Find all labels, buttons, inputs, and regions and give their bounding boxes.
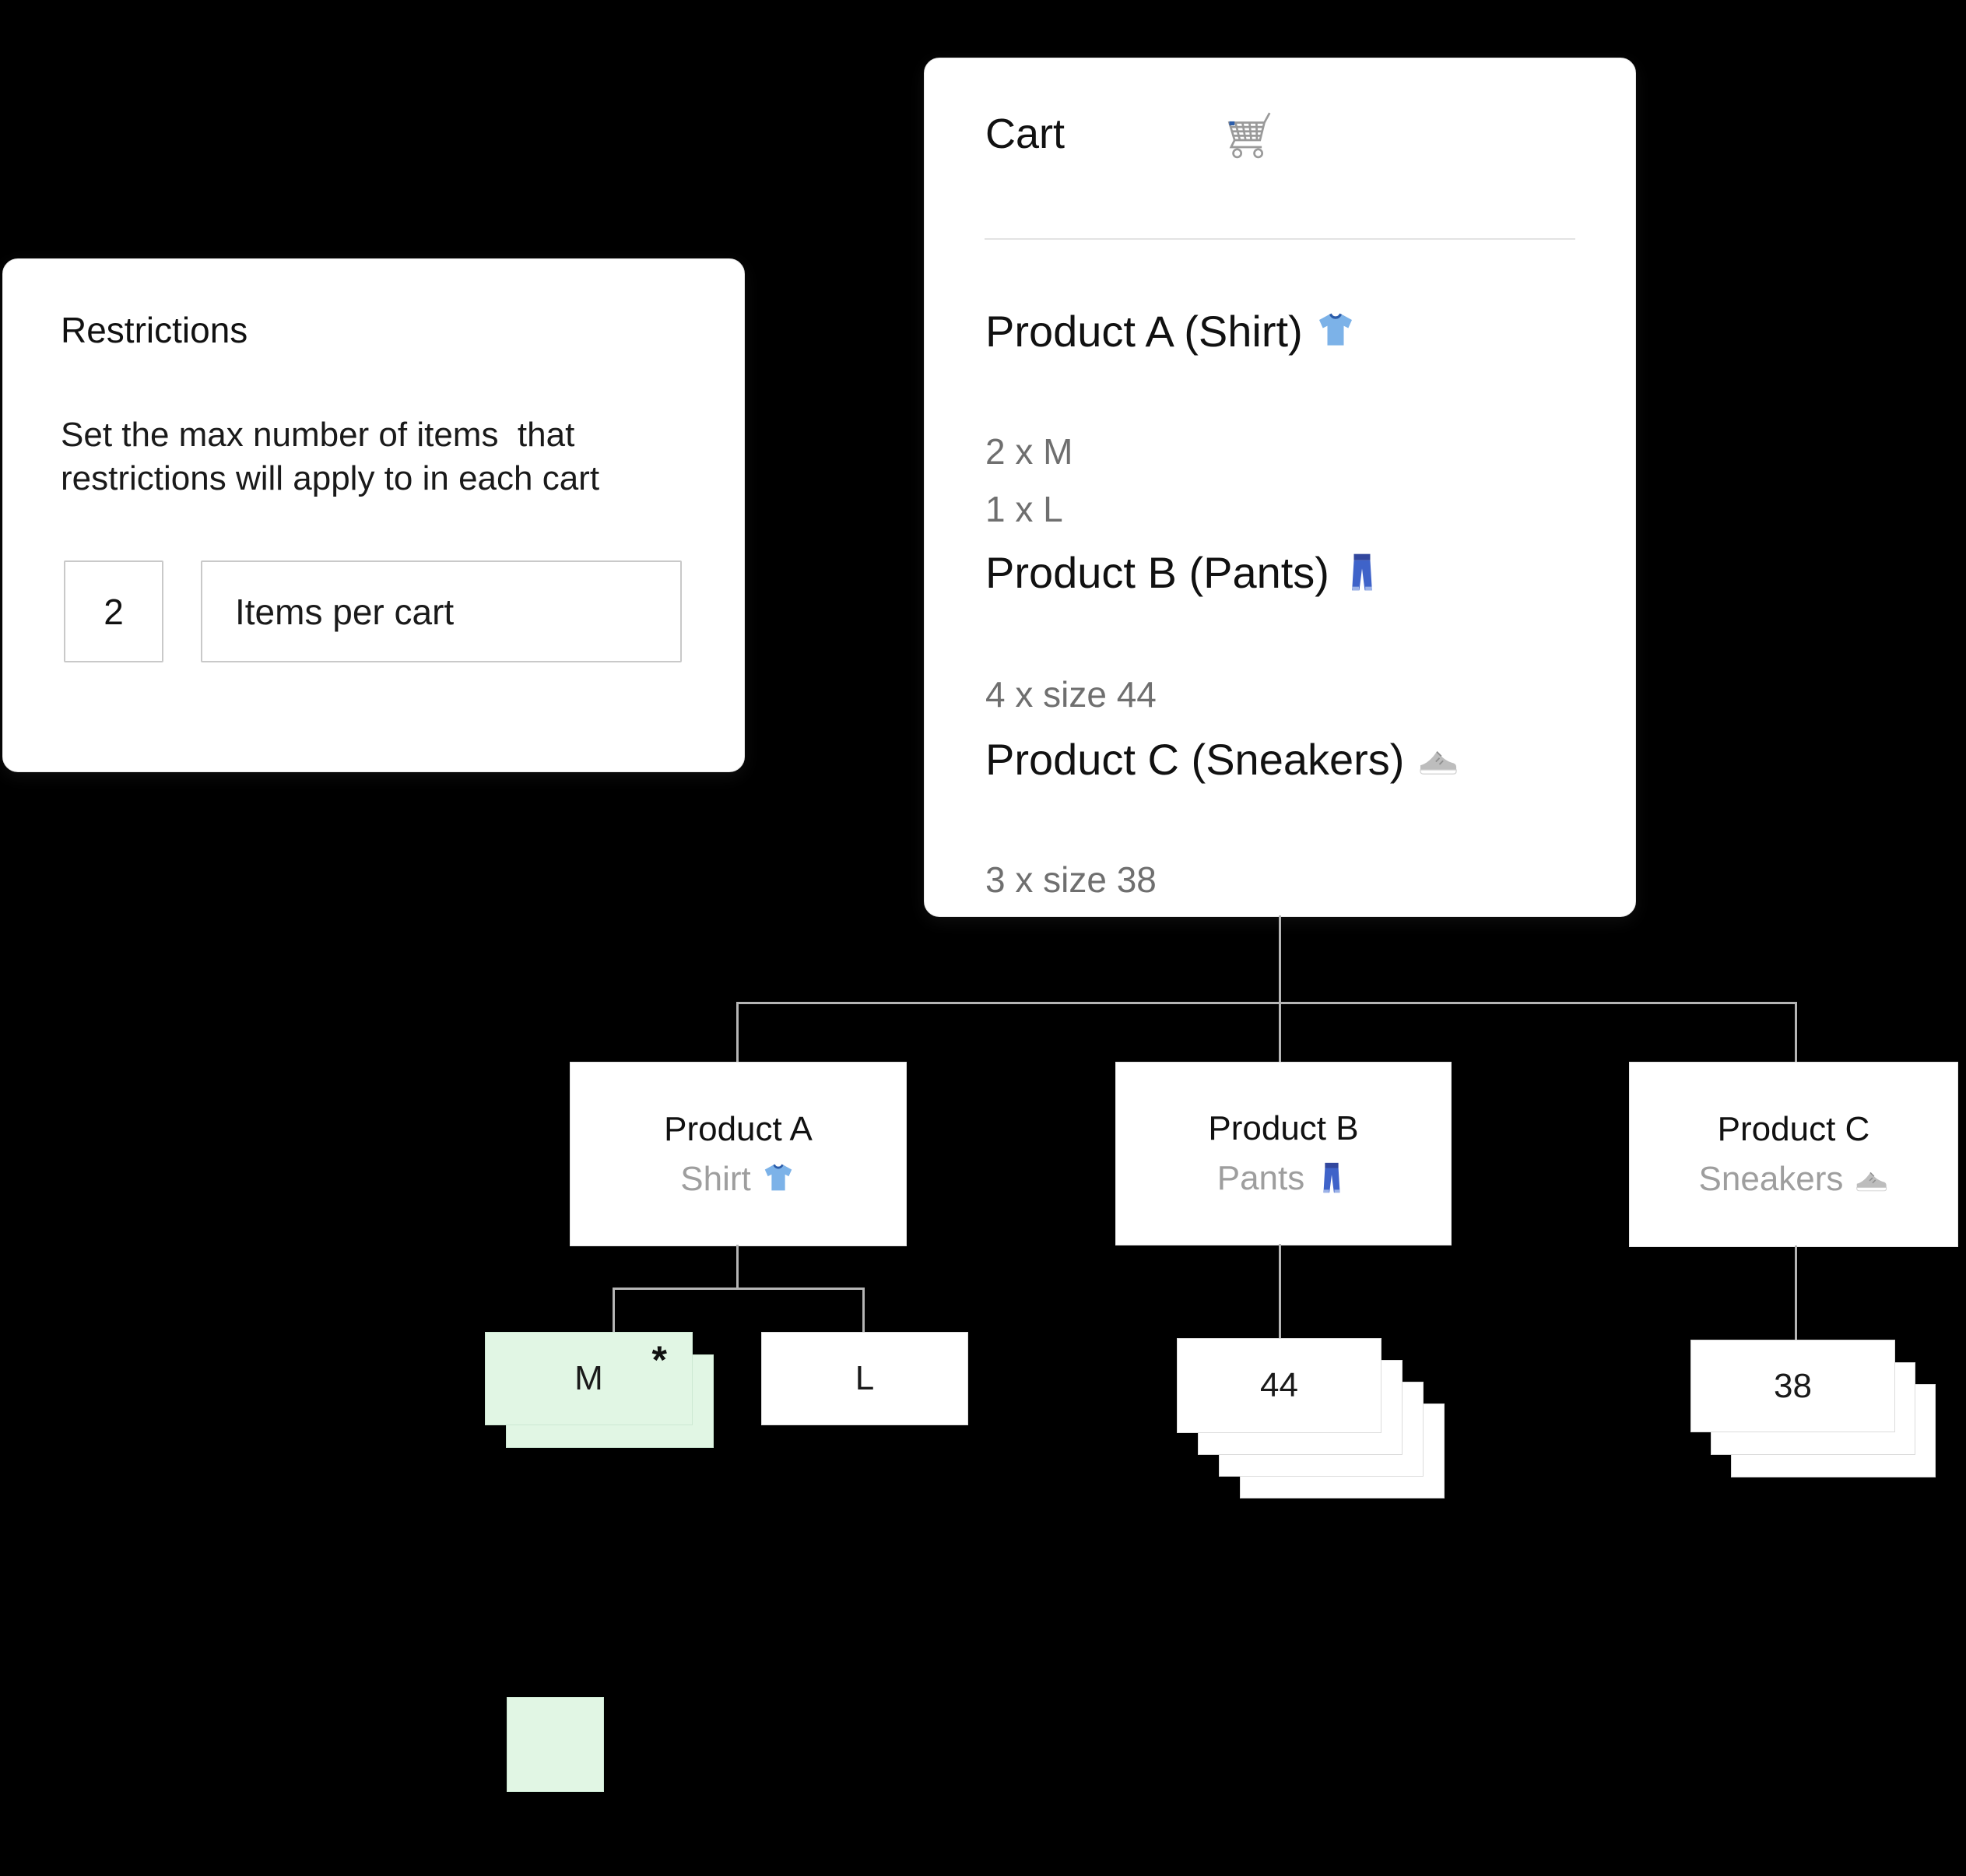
product-b-node: Product B Pants (1115, 1062, 1452, 1245)
cart-icon (1228, 111, 1271, 159)
variant-l-label: L (855, 1359, 875, 1397)
connector-a-bar (613, 1288, 865, 1290)
variant-44-leaf: 44 (1177, 1338, 1381, 1433)
shirt-icon (1318, 313, 1352, 346)
items-per-cart-count-input[interactable] (64, 560, 163, 662)
connector-a-drop-m (613, 1288, 615, 1333)
connector-main-bar (736, 1002, 1797, 1004)
cart-item-name: Product C (Sneakers) (985, 734, 1459, 785)
product-b-title: Product B (1208, 1109, 1359, 1147)
connector-b-down (1279, 1244, 1281, 1339)
product-c-subtitle-text: Sneakers (1698, 1160, 1844, 1198)
connector-drop-product-a (736, 1002, 739, 1063)
sneakers-icon (1420, 750, 1458, 775)
product-c-subtitle: Sneakers (1699, 1160, 1889, 1199)
variant-m-leaf: M * (485, 1332, 693, 1425)
product-a-subtitle: Shirt (680, 1160, 795, 1199)
sneakers-icon (1856, 1172, 1887, 1192)
connector-c-down (1795, 1245, 1797, 1340)
variant-l-leaf: L (761, 1332, 968, 1425)
cart-item-name-text: Product B (Pants) (985, 548, 1329, 597)
highlight-legend-swatch (507, 1697, 604, 1792)
cart-item-name-text: Product A (Shirt) (985, 307, 1303, 356)
connector-drop-product-c (1795, 1002, 1797, 1063)
items-per-cart-label-field[interactable] (201, 560, 682, 662)
cart-item-name-text: Product C (Sneakers) (985, 735, 1405, 784)
cart-item-variant: 1 x L (985, 489, 1063, 529)
connector-a-down (736, 1245, 739, 1288)
cart-item-variant: 3 x size 38 (985, 859, 1157, 900)
pants-icon (1323, 1162, 1340, 1193)
connector-drop-product-b (1279, 1002, 1281, 1063)
product-a-node: Product A Shirt (570, 1062, 907, 1246)
shirt-icon (764, 1164, 792, 1190)
cart-title: Cart (985, 111, 1066, 157)
cart-item-name: Product A (Shirt) (985, 306, 1357, 357)
restrictions-description: Set the max number of items that restric… (61, 416, 600, 497)
cart-card: Cart Product A (Shirt) 2 x M 1 x L Produ… (924, 58, 1636, 917)
restrictions-card: Restrictions Set the max number of items… (2, 258, 745, 772)
product-c-title: Product C (1717, 1110, 1870, 1148)
connector-a-drop-l (862, 1288, 865, 1333)
cart-item-variant: 4 x size 44 (985, 674, 1157, 715)
variant-38-leaf: 38 (1690, 1340, 1895, 1432)
product-c-node: Product C Sneakers (1629, 1062, 1958, 1247)
restriction-marker-asterisk: * (651, 1338, 667, 1382)
product-b-subtitle-text: Pants (1216, 1159, 1305, 1197)
restrictions-title: Restrictions (61, 310, 248, 350)
cart-item-variant: 2 x M (985, 431, 1073, 472)
variant-38-label: 38 (1774, 1366, 1812, 1405)
product-a-title: Product A (664, 1109, 813, 1148)
connector-cart-down (1279, 915, 1281, 1003)
variant-m-label: M (574, 1359, 603, 1397)
pants-icon (1352, 553, 1372, 591)
variant-44-label: 44 (1260, 1366, 1298, 1404)
cart-item-name: Product B (Pants) (985, 547, 1384, 598)
product-a-subtitle-text: Shirt (680, 1159, 751, 1198)
product-b-subtitle: Pants (1217, 1159, 1350, 1198)
cart-divider (985, 238, 1575, 240)
